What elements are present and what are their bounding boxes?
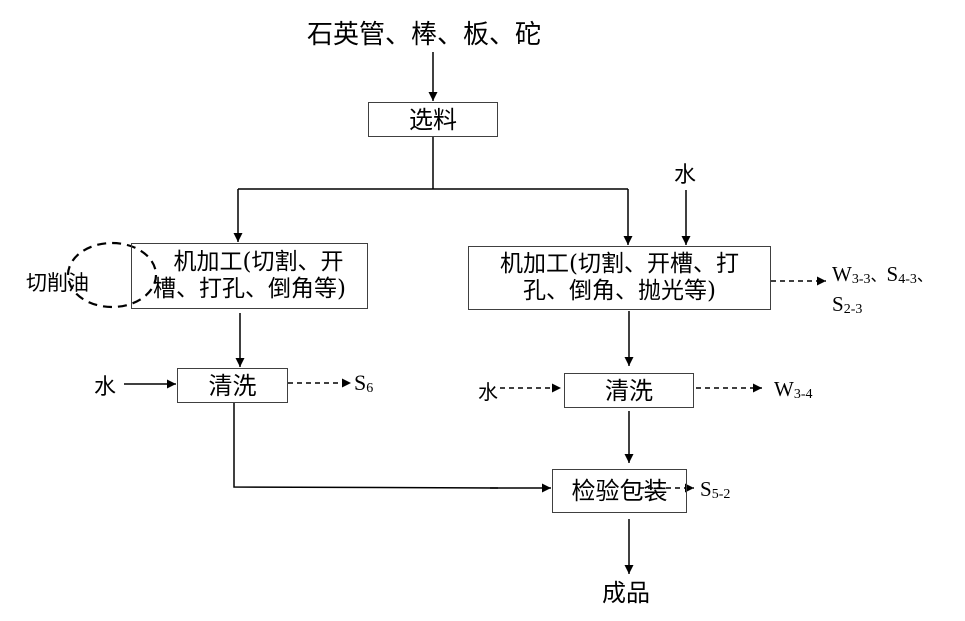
select-material-label: 选料 <box>409 105 457 134</box>
select-material-box: 选料 <box>368 102 498 137</box>
output-line-1: W3-3、S4-3、 <box>832 262 933 292</box>
output-letter: S <box>700 477 712 501</box>
output-separator: 、 <box>916 268 933 285</box>
output-letter: S <box>832 292 844 316</box>
output-separator: 、 <box>870 268 887 285</box>
right-machining-outputs: W3-3、S4-3、 S2-3 <box>832 262 933 322</box>
output-subscript: 3-3 <box>851 272 871 287</box>
product-label: 成品 <box>602 579 650 607</box>
output-line-2: S2-3 <box>832 292 933 322</box>
cutting-oil-loop <box>66 241 158 309</box>
left-cleaning-box: 清洗 <box>177 368 288 403</box>
left-machining-line1: 机加工(切割、开 <box>173 249 344 275</box>
output-subscript: 2-3 <box>843 302 863 317</box>
cutting-oil-label: 切削油 <box>26 271 89 295</box>
output-subscript: 5-2 <box>711 487 731 502</box>
right-cleaning-box: 清洗 <box>564 373 694 408</box>
inspection-packing-label: 检验包装 <box>571 477 668 505</box>
right-water-label: 水 <box>674 163 697 188</box>
left-cleaning-output-label: S6 <box>354 370 373 402</box>
output-letter: S <box>886 262 899 286</box>
raw-material-label: 石英管、棒、板、砣 <box>307 20 542 50</box>
right-cleaning-output-label: W3-4 <box>774 376 813 408</box>
right-machining-line1: 机加工(切割、开槽、打 <box>500 251 739 277</box>
right-cleaning-label: 清洗 <box>605 376 653 405</box>
right-cleaning-water-label: 水 <box>478 380 498 404</box>
right-machining-box: 机加工(切割、开槽、打 孔、倒角、抛光等) <box>468 246 771 310</box>
inspection-output-label: S5-2 <box>700 476 730 508</box>
right-machining-line2: 孔、倒角、抛光等) <box>523 278 716 304</box>
left-machining-box: 机加工(切割、开 槽、打孔、倒角等) <box>131 243 368 309</box>
output-subscript: 3-4 <box>793 387 813 402</box>
left-cleaning-water-label: 水 <box>94 375 117 400</box>
output-letter: W <box>832 262 852 286</box>
left-machining-line2: 槽、打孔、倒角等) <box>153 276 346 302</box>
left-cleaning-label: 清洗 <box>208 371 257 400</box>
output-subscript: 6 <box>366 381 374 396</box>
output-letter: W <box>774 377 794 401</box>
inspection-packing-box: 检验包装 <box>552 469 687 513</box>
output-letter: S <box>354 370 367 395</box>
output-subscript: 4-3 <box>898 272 917 287</box>
line-left-cleaning-to-inspection <box>233 403 499 489</box>
